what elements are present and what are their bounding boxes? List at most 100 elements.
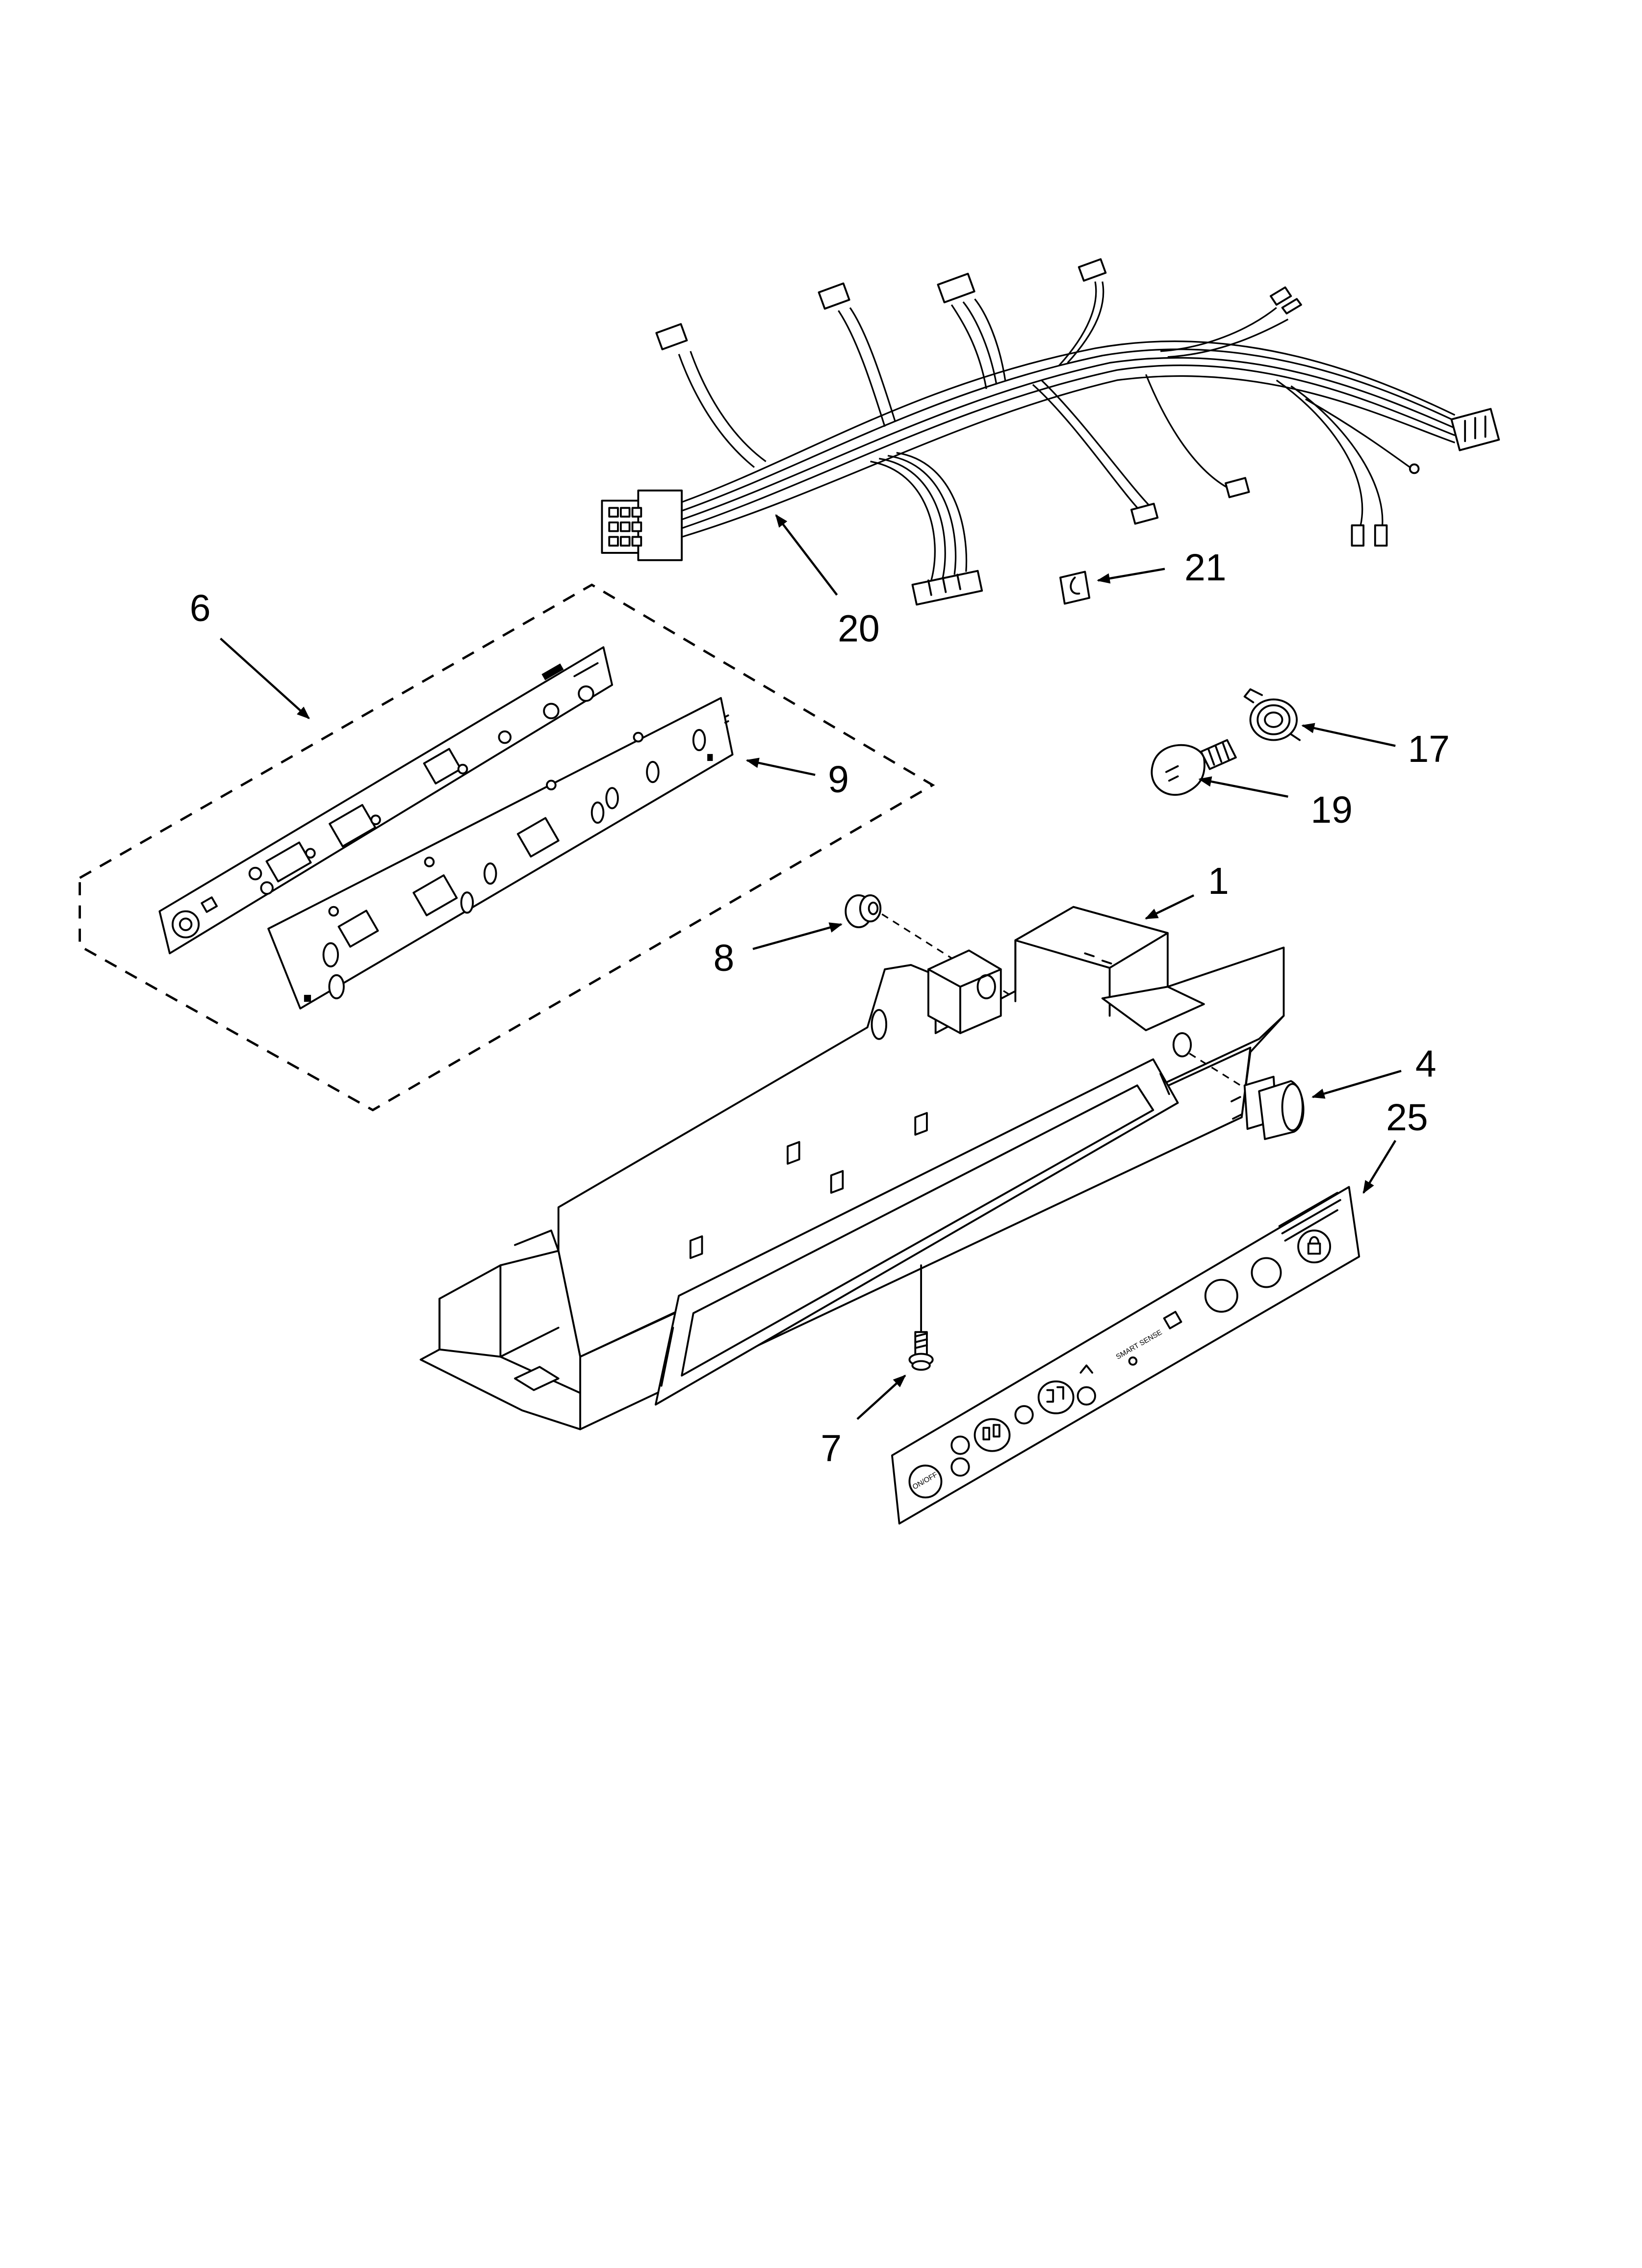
callout-20: 20: [838, 607, 880, 650]
harness-connector-i: [1225, 477, 1250, 498]
harness-branch: [1160, 307, 1277, 352]
harness-connector-k-ribs: [927, 574, 961, 596]
callout-4-arrow: [1311, 1069, 1402, 1099]
board-9-led-2: [328, 974, 345, 999]
harness-branch: [950, 304, 987, 390]
harness-branch: [678, 354, 755, 468]
harness-branch: [887, 455, 957, 575]
board-6-screw-3: [578, 685, 594, 702]
chevron-up-icon: [1079, 1364, 1093, 1374]
callout-21-arrow: [1097, 568, 1165, 584]
housing-right-step: [1101, 986, 1205, 1031]
board-9-post-1: [328, 906, 339, 917]
board-9-led-5: [590, 801, 605, 824]
callout-20-arrow: [775, 514, 838, 596]
harness-wire: [681, 364, 1456, 529]
clip-curl: [1070, 576, 1080, 595]
housing-top-box-walls: [1014, 939, 1112, 1017]
bulb-glass: [1151, 744, 1206, 796]
harness-branch: [849, 307, 896, 421]
housing-slot-3: [830, 1170, 844, 1194]
socket-ring-1: [1257, 704, 1291, 735]
faceplate-display-left-digits: [982, 1424, 1001, 1440]
callout-17-arrow: [1301, 723, 1396, 747]
harness-connector-k: [911, 570, 983, 606]
socket-ring-2: [1264, 711, 1283, 728]
harness-wire: [681, 348, 1456, 512]
board-6-outline: [158, 646, 614, 955]
kit-outline-dashed: [78, 583, 935, 1112]
board-6-capacitor-2: [260, 881, 274, 895]
harness-branch: [838, 310, 886, 427]
board-6-relay-2: [329, 804, 377, 848]
callout-8-arrow: [752, 922, 843, 950]
board-9-led-4: [483, 862, 497, 885]
board-9-led-3: [460, 891, 474, 914]
housing-slot-1: [689, 1235, 703, 1259]
callout-7-arrow: [856, 1375, 906, 1420]
harness-terminal-e: [1269, 286, 1302, 314]
board-9-led-1: [322, 942, 339, 967]
faceplate-display-left: [974, 1418, 1011, 1452]
callout-17: 17: [1408, 728, 1450, 770]
harness-branch: [879, 458, 946, 578]
harness-wire: [681, 357, 1456, 521]
harness-wire: [681, 375, 1456, 538]
callout-6: 6: [190, 587, 211, 629]
faceplate-logo-box: [1163, 1310, 1182, 1330]
board-6-relay-3: [423, 748, 462, 784]
harness-branch: [896, 452, 968, 572]
callout-6-arrow: [220, 637, 310, 719]
board-6-capacitor-4: [370, 814, 381, 825]
faceplate-button-up: [950, 1435, 970, 1455]
board-6-relay-1: [265, 841, 312, 883]
callout-1: 1: [1208, 860, 1229, 902]
callout-21: 21: [1184, 547, 1227, 589]
harness-branch: [1041, 379, 1150, 506]
screw-washer: [911, 1360, 931, 1371]
board-6-square: [201, 896, 218, 913]
harness-terminal-h: [1351, 524, 1388, 547]
board-9-led-7: [646, 760, 660, 783]
connector-pin: [631, 507, 642, 518]
connector-pin: [631, 521, 642, 532]
bulb-threads: [1207, 742, 1230, 766]
wire-clip-21: [1059, 571, 1091, 605]
harness-branch: [1058, 281, 1097, 366]
harness-branch: [1290, 385, 1384, 525]
connector-pin: [619, 521, 631, 532]
harness-branch: [870, 461, 936, 581]
harness-connector-j: [1130, 502, 1159, 525]
clip-body: [1059, 571, 1091, 605]
board-6-buzzer-inner: [179, 917, 193, 931]
faceplate-header-text-lines: [1278, 1192, 1341, 1242]
housing-top-box: [1014, 906, 1169, 969]
harness-connector-d: [1078, 258, 1107, 282]
faceplate-button-right-down: [1077, 1386, 1096, 1406]
callout-1-arrow: [1145, 894, 1195, 920]
board-9-edge-text: [724, 714, 729, 724]
board-6-buzzer: [172, 910, 200, 938]
wire-harness-20: [601, 258, 1500, 606]
harness-branch: [690, 351, 767, 462]
grommet-body: [859, 894, 882, 923]
callout-25-arrow: [1362, 1140, 1397, 1194]
board-9-post-2: [546, 780, 557, 790]
board-9-led-8: [692, 729, 706, 752]
faceplate-button-down: [950, 1457, 970, 1477]
housing-slot-4: [914, 1112, 928, 1136]
harness-branch: [974, 298, 1006, 381]
housing-window-inner: [681, 1084, 1155, 1377]
callout-19: 19: [1310, 789, 1353, 831]
housing-right-hole: [1172, 1032, 1192, 1058]
callout-9-arrow: [745, 757, 816, 776]
board-9-window-1: [337, 910, 379, 948]
housing-left-end-inner: [438, 1264, 581, 1394]
board-6-capacitor-3: [305, 848, 316, 859]
board-9-post-3: [633, 731, 644, 743]
circuit-board-9: [267, 697, 734, 1010]
grommet-hole: [868, 901, 879, 915]
connector-pin: [608, 536, 619, 547]
callout-9: 9: [828, 758, 849, 801]
harness-branch: [1276, 379, 1363, 526]
